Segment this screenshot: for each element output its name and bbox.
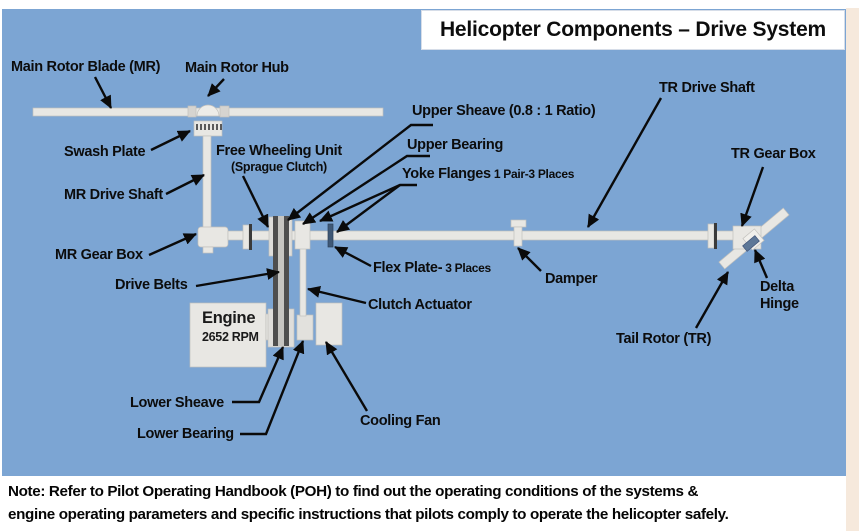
leader-arrow-cooling-fan [324, 341, 369, 412]
label-text: Upper Sheave (0.8 : 1 Ratio) [412, 103, 596, 119]
delta-hinge-shape [742, 235, 760, 252]
leader-arrow-drive-belts [195, 268, 280, 288]
label-tail-rotor: Tail Rotor (TR) [616, 331, 711, 348]
label-mr-gear-box: MR Gear Box [55, 247, 143, 264]
label-text: Cooling Fan [360, 413, 441, 429]
leader-arrow-upper-bearing [302, 154, 430, 226]
leader-arrow-yoke-flange-right [336, 184, 401, 233]
belt-inner-face [278, 216, 284, 346]
label-text: Drive Belts [115, 277, 188, 293]
label-subtext: 3 Places [442, 261, 491, 275]
label-text: Yoke Flanges [402, 166, 491, 182]
leader-arrow-delta-hinge [753, 249, 769, 279]
leader-arrow-swash-plate [150, 129, 191, 152]
engine-box-shape [189, 302, 267, 368]
diagram-background-panel [2, 9, 846, 476]
hub-collar-left-shape [187, 105, 197, 118]
label-drive-belts: Drive Belts [115, 277, 188, 294]
drive-belt-right [284, 216, 289, 346]
cooling-fan-shape [315, 302, 343, 346]
leader-arrow-clutch-actuator [307, 285, 367, 305]
leader-arrow-lower-sheave [232, 346, 285, 404]
label-yoke-flanges: Yoke Flanges 1 Pair-3 Places [402, 166, 574, 183]
label-flex-plate: Flex Plate- 3 Places [373, 260, 491, 277]
leader-arrow-mr-gear-box [148, 232, 197, 257]
label-upper-bearing: Upper Bearing [407, 137, 503, 154]
label-text: Tail Rotor (TR) [616, 331, 712, 347]
title-box: Helicopter Components – Drive System [421, 10, 845, 50]
label-upper-sheave: Upper Sheave (0.8 : 1 Ratio) [412, 103, 596, 120]
note-area: Note: Refer to Pilot Operating Handbook … [0, 476, 846, 531]
leader-arrows-layer [93, 76, 769, 436]
engine-rpm: 2652 RPM [202, 330, 259, 344]
label-line2: (Sprague Clutch) [231, 159, 327, 174]
label-text: Main Rotor Hub [185, 60, 289, 76]
label-cooling-fan: Cooling Fan [360, 413, 441, 430]
label-damper: Damper [545, 271, 598, 288]
flex-plate-1-disc [249, 224, 252, 250]
leader-arrow-main-rotor-blade [93, 76, 113, 109]
right-edge-strip [846, 8, 859, 531]
engine-name: Engine [202, 309, 256, 327]
drive-belt-left [273, 216, 278, 346]
label-tr-gear-box: TR Gear Box [731, 146, 816, 163]
damper-stem-shape [513, 226, 523, 247]
label-tr-drive-shaft: TR Drive Shaft [659, 80, 755, 97]
label-text: Lower Bearing [137, 426, 234, 442]
label-clutch-actuator: Clutch Actuator [368, 297, 472, 314]
leader-arrow-lower-bearing [240, 340, 305, 436]
tail-rotor-assembly [718, 207, 790, 270]
leader-arrow-flex-plate [334, 245, 372, 268]
label-text: Upper Bearing [407, 137, 504, 153]
label-text: Clutch Actuator [368, 297, 472, 313]
label-mr-drive-shaft: MR Drive Shaft [64, 187, 163, 204]
flex-plate-3-disc [714, 223, 717, 249]
label-text: MR Gear Box [55, 247, 143, 263]
note-line-1: Note: Refer to Pilot Operating Handbook … [8, 483, 699, 500]
leader-arrow-tr-drive-shaft [586, 97, 663, 228]
note-text: Note: Refer to Pilot Operating Handbook … [8, 481, 840, 526]
label-main-rotor-blade: Main Rotor Blade (MR) [11, 59, 160, 76]
label-line2: Hinge [760, 295, 799, 312]
label-text: Swash Plate [64, 144, 146, 160]
leader-arrow-mr-drive-shaft [165, 173, 205, 196]
label-text: Lower Sheave [130, 395, 224, 411]
leader-arrow-main-rotor-hub [207, 78, 225, 97]
label-text: Delta [760, 279, 794, 295]
main-rotor-hub-shape [196, 104, 220, 117]
page-title: Helicopter Components – Drive System [439, 18, 827, 41]
label-text: Free Wheeling Unit [216, 143, 342, 159]
label-text: Damper [545, 271, 598, 287]
label-swash-plate: Swash Plate [64, 144, 146, 161]
label-main-rotor-hub: Main Rotor Hub [185, 60, 289, 77]
mr-gear-box-stub [202, 246, 214, 254]
label-text: Main Rotor Blade (MR) [11, 59, 161, 75]
leader-arrow-tail-rotor [694, 271, 730, 329]
engine-label: Engine 2652 RPM [202, 309, 259, 344]
label-lower-bearing: Lower Bearing [137, 426, 234, 443]
label-free-wheeling-unit: Free Wheeling Unit(Sprague Clutch) [216, 143, 342, 174]
label-lower-sheave: Lower Sheave [130, 395, 224, 412]
label-subtext: 1 Pair-3 Places [490, 167, 575, 181]
leader-arrow-damper [517, 247, 542, 272]
note-line-2: engine operating parameters and specific… [8, 505, 729, 523]
hub-collar-right-shape [219, 105, 230, 118]
leader-arrow-tr-gear-box [740, 166, 765, 227]
label-text: Flex Plate- [373, 260, 443, 276]
label-text: TR Drive Shaft [659, 80, 755, 96]
label-text: MR Drive Shaft [64, 187, 163, 203]
label-text: TR Gear Box [731, 146, 816, 162]
leader-arrow-free-wheeling-unit [241, 175, 270, 228]
yoke-flange-shape [327, 223, 334, 248]
leader-arrow-upper-sheave [287, 123, 433, 221]
